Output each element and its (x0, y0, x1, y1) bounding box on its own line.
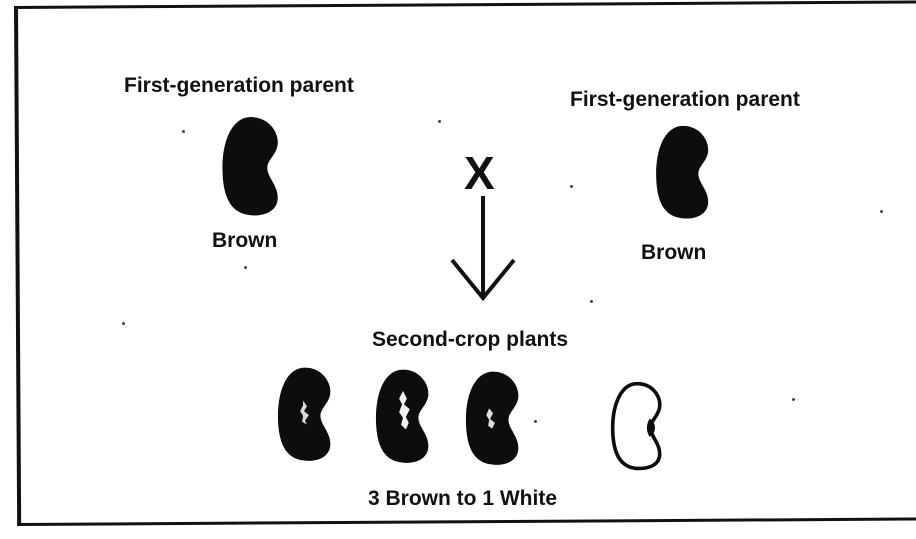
right-parent-title: First-generation parent (570, 88, 800, 112)
ratio-caption: 3 Brown to 1 White (368, 487, 557, 511)
scan-speck (244, 266, 247, 269)
offspring-title: Second-crop plants (372, 328, 568, 352)
offspring-bean-white (610, 376, 664, 476)
cross-symbol: X (464, 146, 495, 200)
left-parent-color-label: Brown (212, 229, 277, 253)
scan-speck (122, 322, 125, 325)
right-parent-color-label: Brown (641, 241, 706, 265)
scan-speck (590, 300, 593, 303)
down-arrow-icon (448, 196, 518, 302)
scan-speck (880, 210, 883, 213)
scan-speck (182, 130, 185, 133)
left-parent-bean (220, 115, 282, 217)
left-parent-title: First-generation parent (124, 74, 354, 98)
scan-speck (792, 398, 795, 401)
offspring-bean-brown-3 (464, 366, 522, 470)
scan-speck (570, 185, 573, 188)
scan-speck (438, 120, 441, 123)
scan-speck (534, 420, 537, 423)
right-parent-bean (654, 124, 712, 220)
offspring-bean-brown-1 (276, 362, 334, 466)
offspring-bean-brown-2 (374, 364, 432, 468)
